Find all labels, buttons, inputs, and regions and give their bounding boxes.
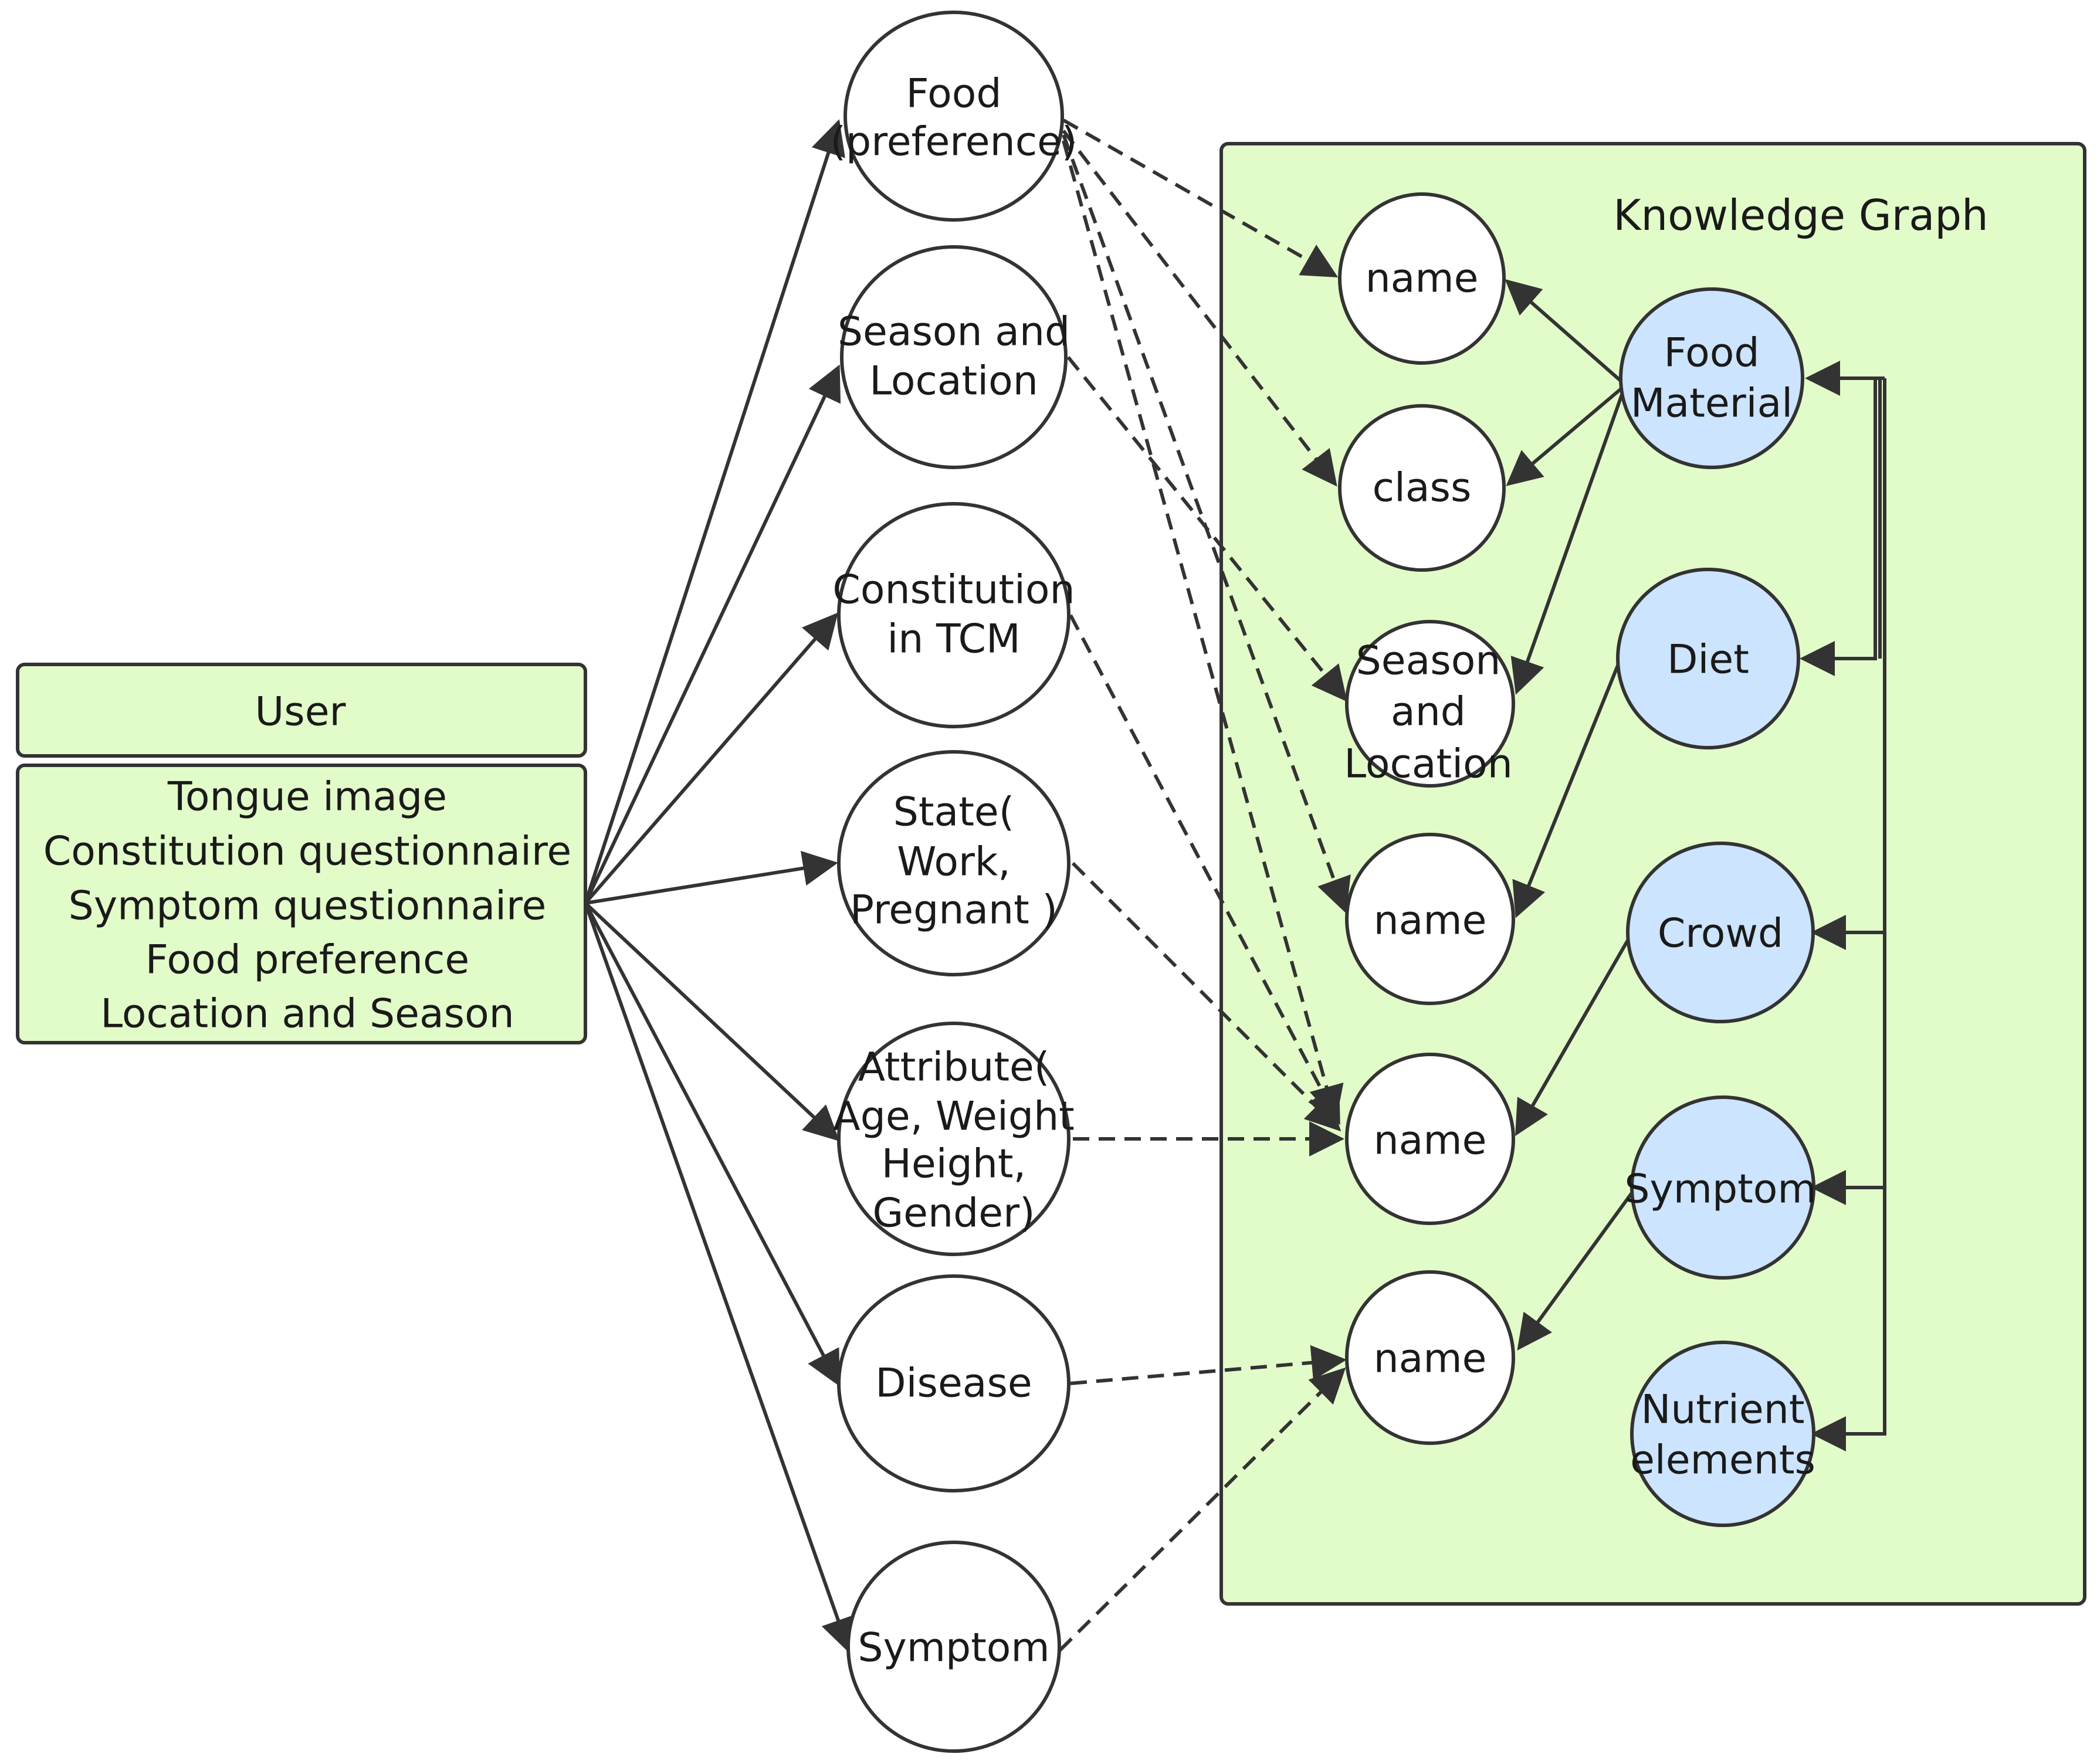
- edge-disease-name: [1070, 1345, 1347, 1385]
- kg-edges: [1505, 279, 1635, 1351]
- entity-node-diet: [1616, 568, 1800, 749]
- node-label: Food: [1664, 330, 1759, 376]
- user-edges: [584, 119, 855, 1654]
- prop-node-season: [1345, 620, 1515, 788]
- node-constitution: [837, 502, 1070, 728]
- edge-diet-name: [1512, 659, 1622, 918]
- node-label: Pregnant ): [850, 887, 1058, 934]
- node-label: and: [1391, 689, 1466, 735]
- edge-user-disease: [584, 902, 840, 1387]
- node-label: Constitution: [832, 567, 1075, 613]
- edge-user-symptom: [584, 903, 855, 1654]
- entity-node-crowd: [1626, 842, 1815, 1023]
- edge-state-name: [1071, 861, 1341, 1132]
- entity-node-food-material: [1619, 287, 1804, 469]
- mapping-edges: [1058, 118, 1351, 1652]
- bracket-line: [1811, 378, 1886, 1451]
- node-label: Season and: [838, 309, 1070, 355]
- property-nodes: name class Season and Location name name…: [1338, 192, 1515, 1445]
- node-label: Height,: [882, 1141, 1026, 1188]
- node-state: [837, 750, 1070, 976]
- edge-food-name: [1062, 118, 1339, 277]
- node-label: Work,: [897, 839, 1011, 886]
- entity-bracket: [1800, 361, 1886, 1451]
- node-label: Gender): [872, 1190, 1035, 1237]
- edge-food-name-2: [1062, 134, 1351, 914]
- user-input-line: Location and Season: [100, 991, 514, 1037]
- node-label: Material: [1631, 381, 1793, 427]
- node-attribute: [837, 1022, 1070, 1256]
- user-input-line: Tongue image: [167, 774, 447, 820]
- edge-user-constitution: [584, 612, 838, 904]
- edge-user-season: [584, 364, 841, 904]
- user-title: User: [255, 689, 346, 735]
- node-label: Symptom: [1624, 1166, 1816, 1213]
- prop-node-name-2: [1345, 833, 1515, 1005]
- middle-nodes: Food (preference) Season and Location Co…: [831, 11, 1078, 1753]
- edge-crowd-name: [1515, 933, 1633, 1137]
- node-food-preference: [843, 11, 1064, 222]
- node-label: elements: [1630, 1437, 1815, 1484]
- edge-constitution-name: [1069, 614, 1340, 1125]
- node-symptom: [846, 1541, 1061, 1753]
- node-label: Nutrient: [1641, 1387, 1804, 1433]
- node-label: Crowd: [1658, 911, 1783, 957]
- edge-foodmaterial-season: [1510, 392, 1624, 695]
- prop-node-name-4: [1345, 1270, 1515, 1445]
- node-label: name: [1374, 898, 1487, 944]
- edge-food-class: [1062, 130, 1337, 487]
- node-label: name: [1374, 1336, 1487, 1382]
- node-label: in TCM: [887, 616, 1020, 663]
- edge-symptom-name: [1058, 1367, 1346, 1652]
- edge-foodmaterial-name: [1505, 279, 1624, 384]
- entity-node-symptom: [1630, 1095, 1815, 1280]
- node-label: Location: [869, 358, 1038, 405]
- user-input-line: Constitution questionnaire: [43, 829, 572, 875]
- node-label: (preference): [831, 119, 1078, 165]
- edge-user-attribute: [584, 901, 840, 1142]
- edge-user-food: [584, 119, 845, 904]
- prop-node-name-3: [1345, 1053, 1515, 1225]
- entity-node-nutrient: [1630, 1341, 1815, 1527]
- node-label: Age, Weight: [833, 1094, 1075, 1140]
- node-label: Symptom: [858, 1625, 1049, 1671]
- node-label: Season: [1356, 638, 1501, 684]
- edge-season-season: [1066, 356, 1347, 702]
- prop-node-name-1: [1338, 192, 1506, 365]
- knowledge-graph-title: Knowledge Graph: [1613, 191, 1988, 240]
- node-label: Location: [1344, 741, 1513, 788]
- entity-nodes: Food Material Diet Crowd Symptom Nutrien…: [1616, 287, 1817, 1527]
- edge-user-state: [585, 850, 838, 905]
- node-label: State(: [893, 789, 1015, 836]
- node-season-location: [840, 245, 1068, 469]
- user-input-line: Symptom questionnaire: [69, 883, 547, 930]
- node-label: name: [1366, 256, 1479, 302]
- node-label: Disease: [875, 1361, 1032, 1407]
- node-label: class: [1373, 465, 1472, 511]
- user-title-box: [16, 663, 587, 758]
- edge-symptom-kg-name: [1517, 1189, 1635, 1351]
- user-input-line: Food preference: [145, 937, 470, 983]
- prop-node-class: [1338, 404, 1506, 572]
- node-label: Diet: [1667, 637, 1749, 683]
- node-label: Attribute(: [858, 1044, 1050, 1091]
- edge-foodmaterial-class: [1506, 386, 1624, 486]
- edge-food-name-3: [1062, 140, 1344, 1121]
- node-label: name: [1374, 1118, 1487, 1164]
- node-label: Food: [906, 71, 1001, 117]
- node-disease: [837, 1274, 1070, 1492]
